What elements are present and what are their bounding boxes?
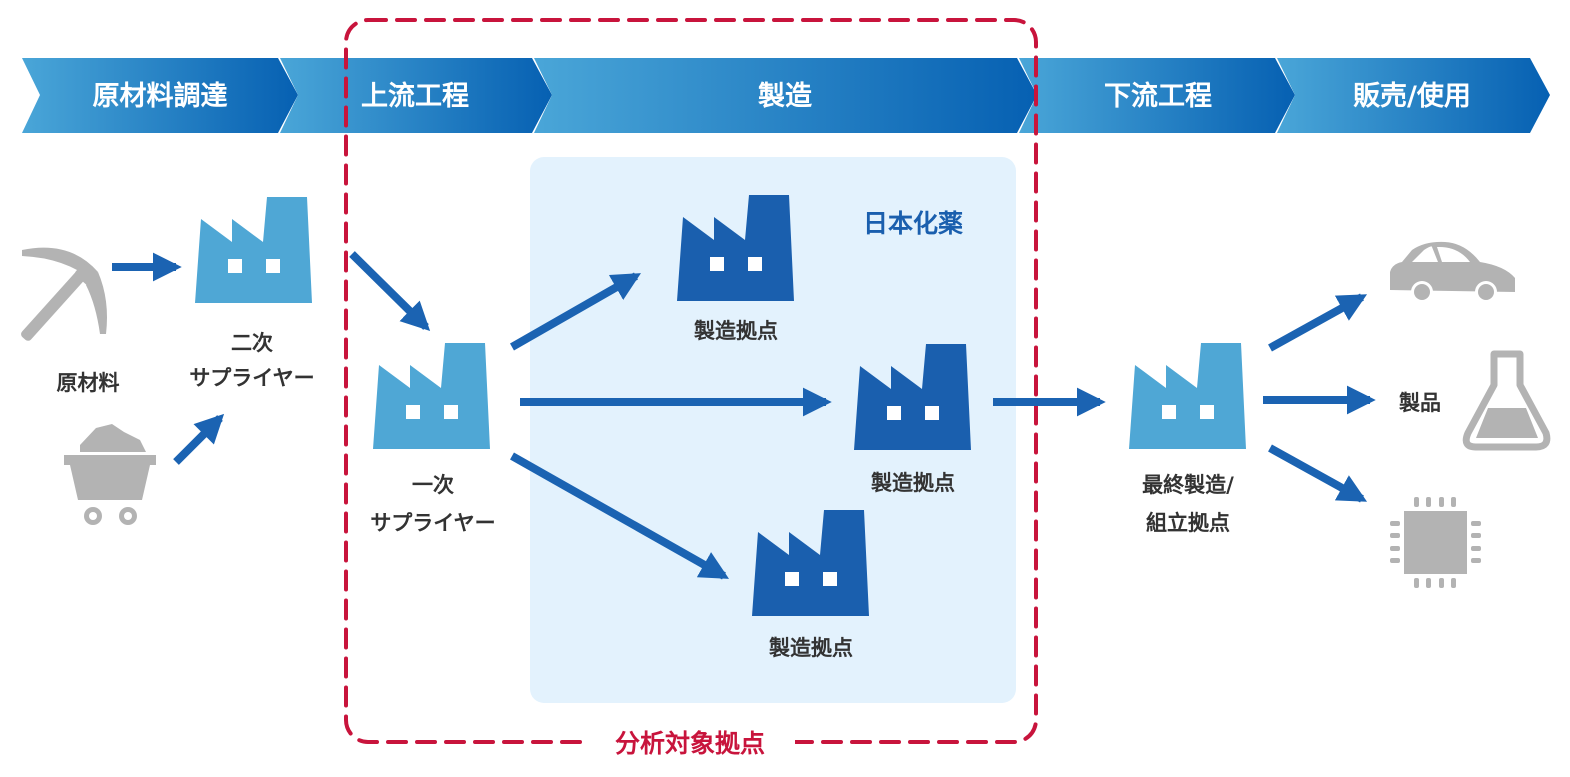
chip-icon [1390, 497, 1481, 588]
arrow [349, 251, 431, 332]
flask-icon [1462, 350, 1551, 451]
product-label: 製品 [1398, 391, 1441, 415]
plant-3-label: 製造拠点 [768, 636, 853, 660]
stage-label: 販売/使用 [1353, 81, 1471, 112]
stage-label: 上流工程 [361, 81, 469, 112]
final-assembly-label: 最終製造/ [1142, 473, 1234, 497]
final-assembly-label: 組立拠点 [1146, 511, 1230, 535]
stage-upstream: 上流工程 [280, 58, 552, 133]
stage-label: 原材料調達 [93, 80, 228, 112]
company-name: 日本化薬 [863, 209, 963, 238]
stage-label: 製造 [758, 81, 812, 112]
secondary-supplier-label: サプライヤー [189, 366, 314, 390]
company-panel [530, 157, 1016, 703]
plant-2-label: 製造拠点 [870, 471, 955, 495]
arrow [1268, 444, 1368, 503]
stage-raw-material-procurement: 原材料調達 [22, 58, 298, 133]
plant-1-label: 製造拠点 [693, 319, 778, 343]
stage-sales-use: 販売/使用 [1277, 58, 1550, 133]
primary-supplier-label: サプライヤー [370, 511, 495, 535]
analysis-scope-label: 分析対象拠点 [615, 729, 765, 758]
secondary-supplier-factory-icon [195, 197, 312, 303]
final-assembly-factory-icon [1129, 343, 1246, 449]
car-icon [1390, 241, 1515, 303]
stage-manufacturing: 製造 [534, 58, 1037, 133]
primary-supplier-label: 一次 [412, 473, 454, 497]
mine-cart-icon [64, 424, 156, 525]
secondary-supplier-label: 二次 [231, 331, 273, 355]
arrow [1268, 293, 1368, 352]
stage-label: 下流工程 [1104, 81, 1212, 112]
stage-downstream: 下流工程 [1019, 58, 1295, 133]
stage-bar: 原材料調達 上流工程 製造 下流工程 販売/使用 [22, 58, 1550, 133]
primary-supplier-factory-icon [373, 343, 490, 449]
flow-arrows [112, 251, 1376, 580]
arrow [510, 272, 641, 351]
arrow [173, 413, 225, 465]
raw-material-label: 原材料 [57, 371, 120, 395]
pickaxe-icon [21, 247, 107, 341]
arrow [510, 452, 730, 580]
